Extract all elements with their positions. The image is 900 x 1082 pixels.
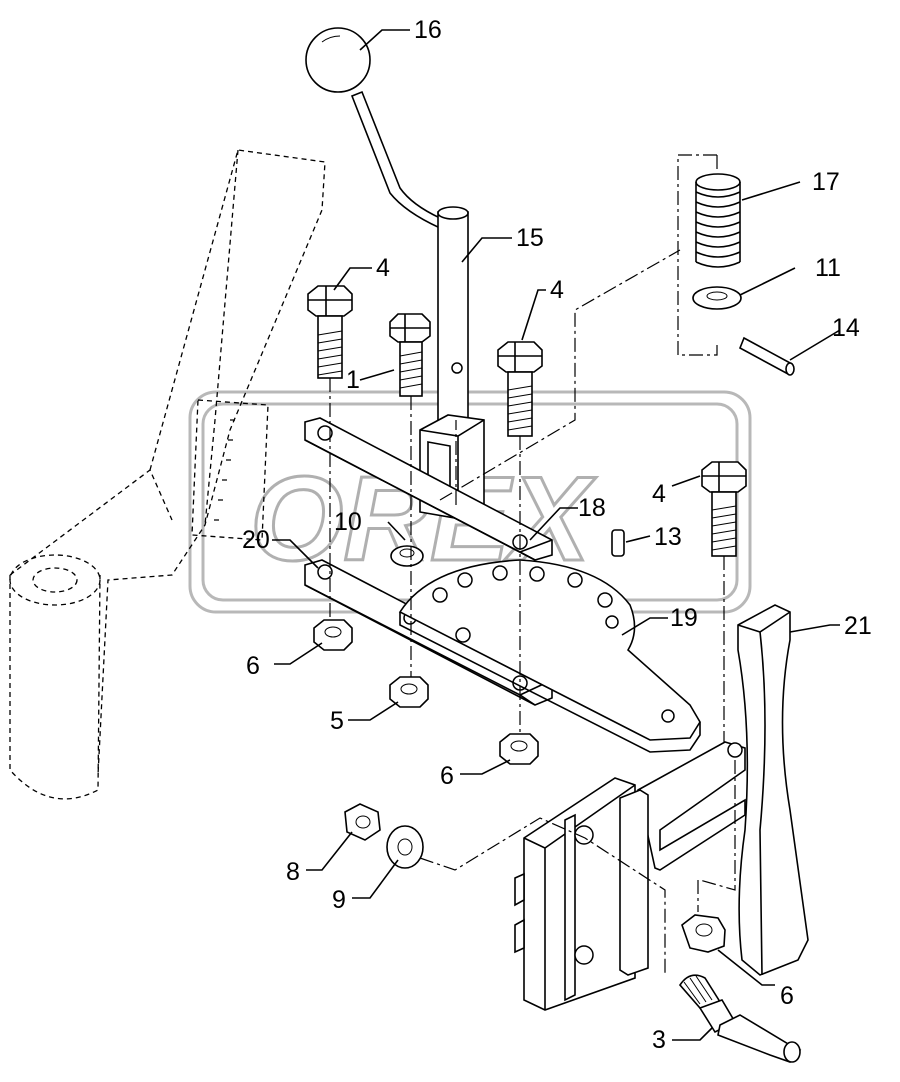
assembly-axis-lines (329, 249, 736, 975)
pointer-arm (737, 604, 809, 976)
frame-beam-phantom (9, 149, 326, 800)
callout-4-right: 4 (652, 480, 666, 508)
threaded-fitting (678, 974, 802, 1063)
bolt-left (307, 285, 353, 379)
callout-1: 1 (346, 366, 360, 394)
nut-bracket (681, 914, 726, 953)
callout-4-left: 4 (376, 254, 390, 282)
compression-spring (695, 173, 741, 268)
spring-assembly-outline (677, 154, 718, 356)
callout-13: 13 (654, 523, 682, 551)
bushing (390, 545, 424, 567)
nut-center (389, 676, 429, 708)
callout-14: 14 (832, 314, 860, 342)
callout-6-left: 6 (246, 652, 260, 680)
callout-21: 21 (844, 612, 872, 640)
callout-4-middle: 4 (550, 276, 564, 304)
callout-15: 15 (516, 224, 544, 252)
nut-lower (499, 733, 539, 765)
mounting-bracket (514, 741, 746, 1011)
bolt-right (701, 461, 747, 557)
callout-10: 10 (334, 508, 362, 536)
flat-washer (386, 825, 424, 869)
upper-plate (304, 417, 553, 561)
handle-knob (305, 27, 371, 93)
callout-9: 9 (332, 886, 346, 914)
callout-6-right: 6 (780, 982, 794, 1010)
callout-6-middle: 6 (440, 762, 454, 790)
nut-left (313, 619, 353, 651)
callout-11: 11 (815, 254, 841, 282)
callout-3: 3 (652, 1026, 666, 1054)
callout-19: 19 (670, 604, 698, 632)
callout-8: 8 (286, 858, 300, 886)
bolt-middle (497, 341, 543, 437)
callout-labels: 16 15 17 11 14 4 4 4 1 18 10 20 13 19 21… (242, 16, 872, 1054)
bolt-short (389, 313, 431, 397)
callout-20: 20 (242, 526, 270, 554)
index-sector-plate (398, 559, 701, 753)
callout-18: 18 (578, 494, 606, 522)
dowel-pin (611, 529, 625, 557)
callout-16: 16 (414, 16, 442, 44)
handle-lever (350, 90, 469, 423)
callout-5: 5 (330, 707, 344, 735)
leader-lines (272, 29, 841, 1041)
spring-washer (692, 286, 742, 310)
hex-nut (344, 803, 381, 841)
callout-17: 17 (812, 168, 840, 196)
roll-pin (738, 336, 795, 376)
